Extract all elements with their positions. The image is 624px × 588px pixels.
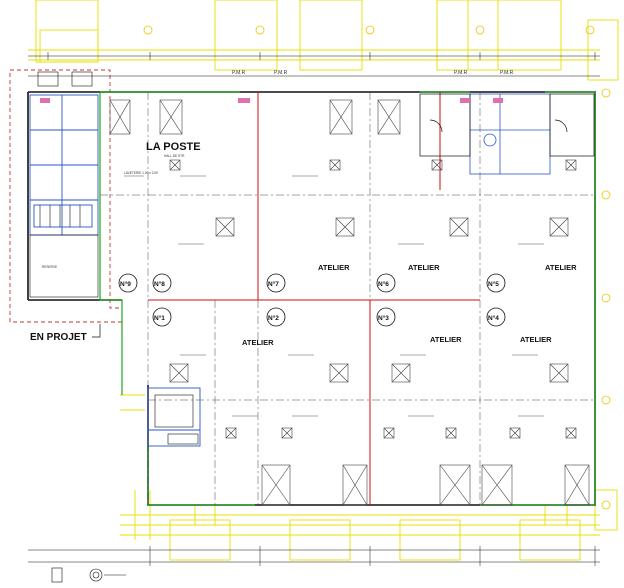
crossed-box [215, 217, 235, 237]
unit-marker-n3: N°3 [376, 307, 396, 327]
crossed-box [564, 464, 590, 506]
atelier-label: ATELIER [318, 263, 350, 272]
crossed-box [109, 99, 131, 135]
crossed-boxes [109, 99, 590, 506]
crossed-box [169, 159, 181, 171]
crossed-box [383, 427, 395, 439]
en-projet-zone [9, 69, 123, 323]
pmr-markers [40, 98, 503, 103]
crossed-box [549, 363, 569, 383]
unit-marker-n6: N°6 [376, 273, 396, 293]
en-projet-label: EN PROJET [30, 332, 87, 343]
office-block [469, 93, 551, 175]
unit-label: N°6 [378, 280, 389, 288]
crossed-box [431, 159, 443, 171]
crossed-box [565, 159, 577, 171]
crossed-box [169, 363, 189, 383]
atelier-label: ATELIER [520, 335, 552, 344]
crossed-box [549, 217, 569, 237]
crossed-box [159, 99, 183, 135]
unit-label: N°5 [488, 280, 499, 288]
crossed-box [342, 464, 368, 506]
annotation-strokes [124, 175, 544, 417]
unit-marker-n2: N°2 [266, 307, 286, 327]
crossed-box [391, 363, 411, 383]
yellow-grid-lines [28, 0, 619, 561]
crossed-box [565, 427, 577, 439]
dimension-lines [28, 52, 600, 566]
unit-label: N°2 [268, 314, 279, 322]
unit-label: N°1 [154, 314, 165, 322]
crossed-box [449, 217, 469, 237]
crossed-box [481, 464, 513, 506]
unit-marker-n9: N°9 [118, 273, 138, 293]
interior-grid [100, 92, 595, 505]
grid-axis-markers [143, 25, 611, 510]
crossed-box [335, 217, 355, 237]
unit-label: N°9 [120, 280, 131, 288]
note-label: LAVETERIE 1.20 x 2.00 [124, 171, 158, 175]
la-poste-title: LA POSTE [146, 141, 201, 153]
exterior-walls [27, 91, 596, 506]
crossed-box [225, 427, 237, 439]
pmr-label: P.M.R [232, 70, 246, 76]
atelier-label: ATELIER [242, 338, 274, 347]
legend-markers [51, 567, 126, 583]
service-block [29, 94, 99, 236]
unit-marker-n7: N°7 [266, 273, 286, 293]
annex-detail [154, 394, 199, 445]
crossed-box [445, 427, 457, 439]
crossed-box [329, 159, 341, 171]
unit-marker-n4: N°4 [486, 307, 506, 327]
atelier-label: ATELIER [430, 335, 462, 344]
lot-boundaries [148, 92, 480, 505]
crossed-box [261, 464, 291, 506]
office-walls [419, 93, 595, 157]
service-block-detail [29, 71, 99, 298]
unit-marker-n5: N°5 [486, 273, 506, 293]
crossed-box [329, 99, 353, 135]
la-poste-subtitle: HALL DE STR [164, 154, 185, 158]
atelier-label: ATELIER [545, 263, 577, 272]
pmr-label: P.M.R [500, 70, 514, 76]
unit-label: N°3 [378, 314, 389, 322]
unit-label: N°8 [154, 280, 165, 288]
unit-label: N°7 [268, 280, 279, 288]
crossed-box [439, 464, 471, 506]
atelier-label: ATELIER [408, 263, 440, 272]
unit-label: N°4 [488, 314, 499, 322]
en-projet-leader [92, 324, 101, 338]
note-label: RESERVE [42, 265, 57, 269]
crossed-box [377, 99, 401, 135]
pmr-label: P.M.R [454, 70, 468, 76]
unit-marker-n8: N°8 [152, 273, 172, 293]
crossed-box [329, 363, 349, 383]
unit-marker-n1: N°1 [152, 307, 172, 327]
annex-block [147, 387, 201, 447]
pmr-label: P.M.R [274, 70, 288, 76]
crossed-box [281, 427, 293, 439]
crossed-box [509, 427, 521, 439]
